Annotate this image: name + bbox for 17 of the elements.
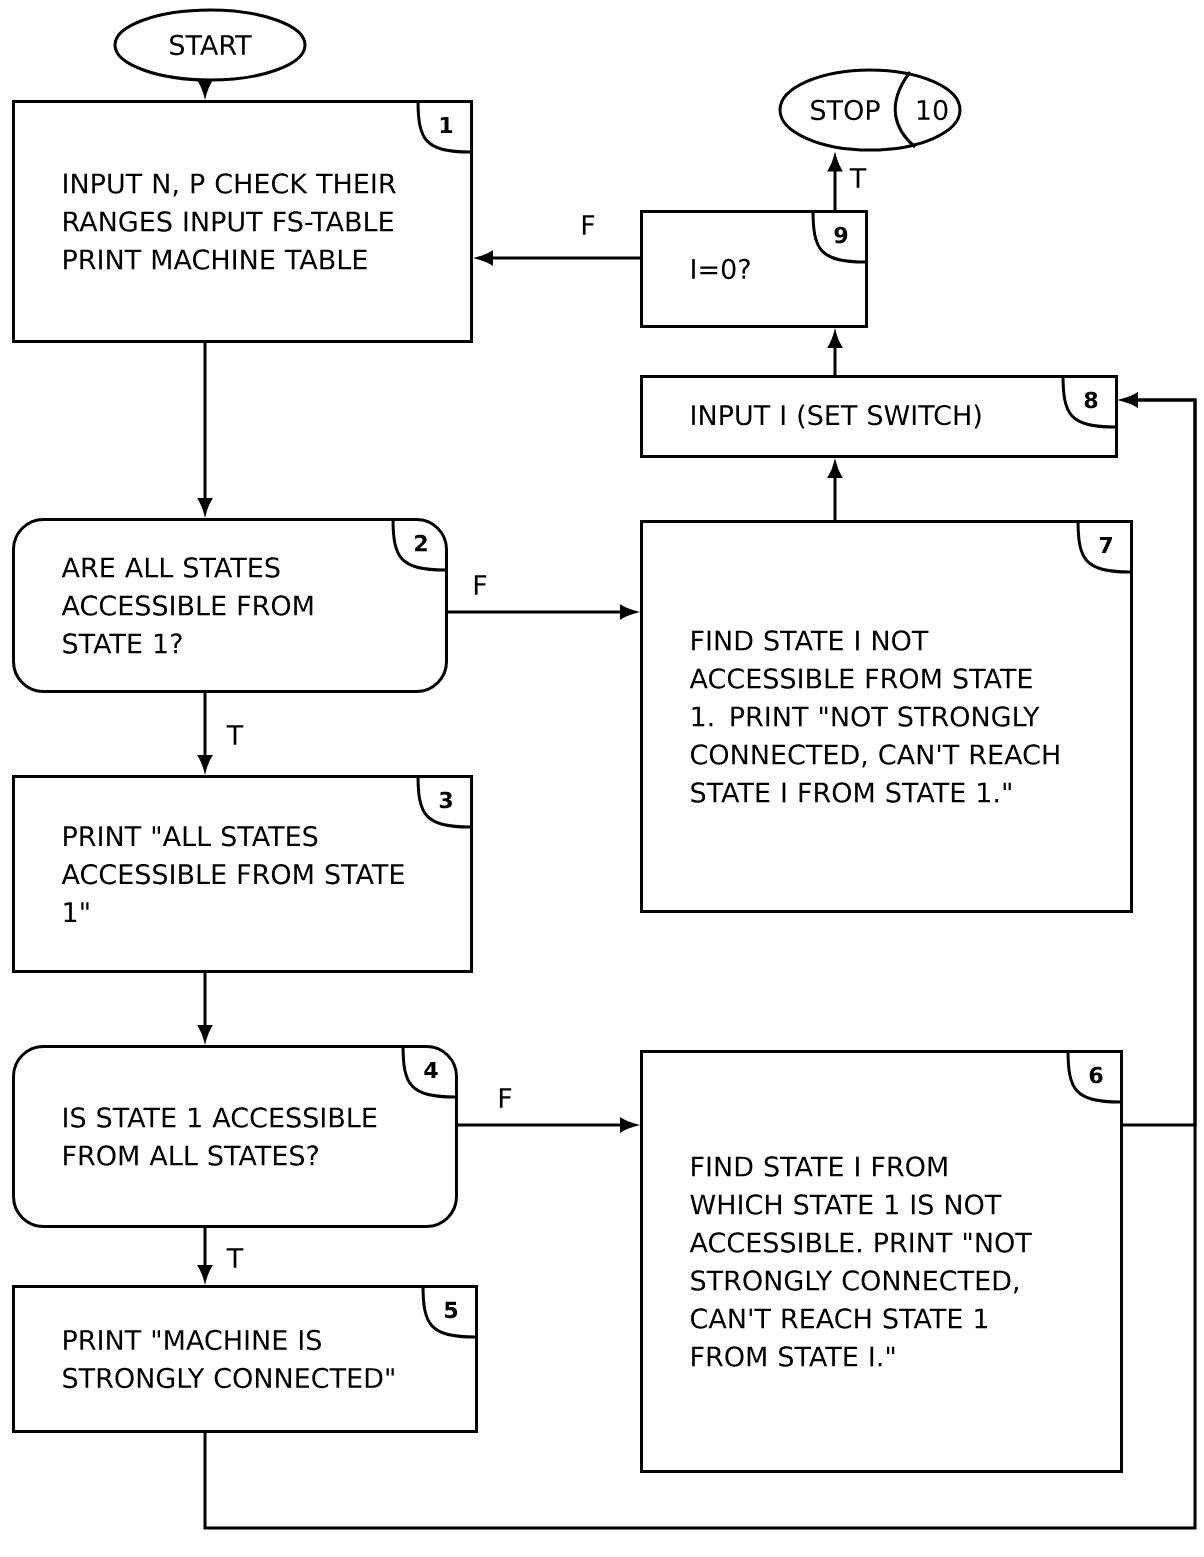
process-box: I=0? 9 bbox=[640, 209, 868, 328]
decision-box: IS STATE 1 ACCESSIBLE FROM ALL STATES? 4 bbox=[12, 1045, 458, 1228]
process-box: FIND STATE I FROM WHICH STATE 1 IS NOT ACCESSIBLE. PRINT "NOT STRONGLY CONNECTED, CAN'T REACH STATE 1 FROM STATE I." 6 bbox=[640, 1050, 1123, 1473]
terminal-oval: START bbox=[113, 8, 307, 82]
terminal-oval: STOP 10 bbox=[778, 68, 962, 152]
edge-label: T bbox=[847, 166, 869, 190]
edge-label: F bbox=[578, 213, 598, 237]
edge-label: F bbox=[495, 1086, 515, 1110]
process-box: INPUT I (SET SWITCH) 8 bbox=[640, 374, 1118, 458]
decision-box: ARE ALL STATES ACCESSIBLE FROM STATE 1? 2 bbox=[12, 517, 448, 693]
edge-label: T bbox=[224, 723, 246, 747]
edge-label: F bbox=[470, 573, 490, 597]
edge-label: T bbox=[224, 1246, 246, 1270]
process-box: PRINT "ALL STATES ACCESSIBLE FROM STATE 1" 3 bbox=[12, 775, 473, 973]
process-box: INPUT N, P CHECK THEIR RANGES INPUT FS-TABLE PRINT MACHINE TABLE 1 bbox=[12, 99, 473, 343]
process-box: PRINT "MACHINE IS STRONGLY CONNECTED" 5 bbox=[12, 1285, 478, 1433]
process-box: FIND STATE I NOT ACCESSIBLE FROM STATE 1. PRINT "NOT STRONGLY CONNECTED, CAN'T REACH STATE I FROM STATE 1." 7 bbox=[640, 520, 1133, 913]
